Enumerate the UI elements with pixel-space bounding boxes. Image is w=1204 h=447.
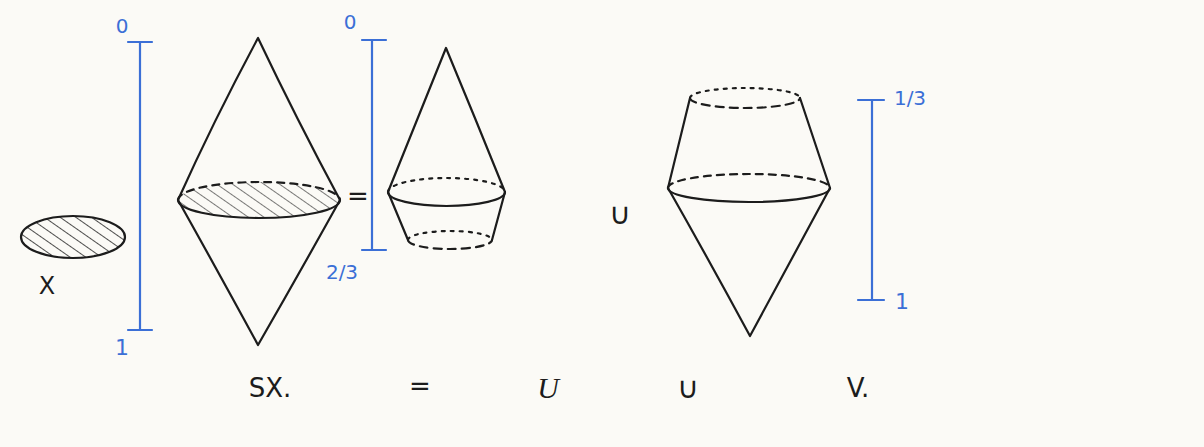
equals-sign: = [409,373,431,399]
union-sign: ∪ [609,199,631,229]
interval-end: 1 [115,337,129,359]
space-name: X [39,274,55,298]
interval-end: 1 [895,291,909,313]
lower-collar [668,98,830,188]
equator-front [388,192,505,206]
open-set-name: U [537,373,559,403]
interval-end: 2/3 [326,262,358,282]
upper-cone [388,48,505,192]
interval-end: 0 [116,16,129,36]
equator-back [388,178,505,192]
equator-front [178,200,340,218]
interval-end: 0 [344,12,357,32]
lower-cone [668,188,830,336]
equator-front [668,188,830,202]
suspension-outline [178,38,340,345]
interval-bracket [362,40,386,250]
equator-back [178,182,340,200]
space-name: SX. [249,375,292,401]
interval-end: 1/3 [894,88,926,108]
space-disk [21,216,125,258]
union-sign: ∪ [677,373,699,403]
equator-back [668,174,830,188]
equals-sign: = [347,183,369,209]
interval-bracket [858,100,884,300]
interval-bracket [128,42,152,330]
open-set-name: V. [847,375,870,401]
upper-collar [388,192,505,240]
